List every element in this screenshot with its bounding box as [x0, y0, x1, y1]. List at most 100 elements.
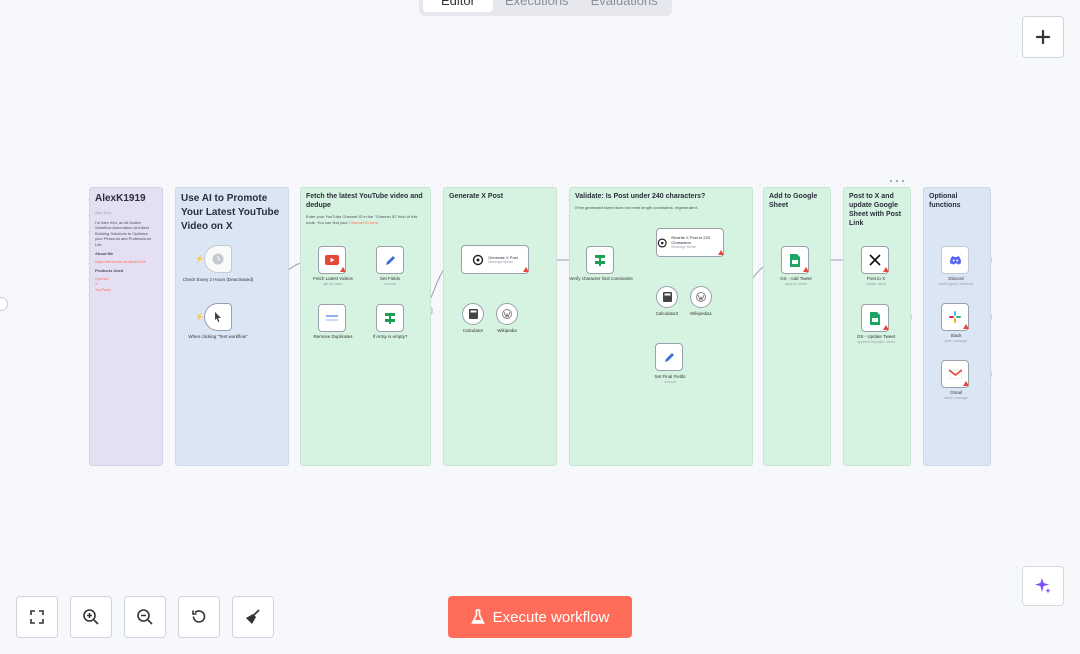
about-link[interactable]: https://beacons.ai/alexk1919: [95, 258, 146, 264]
schedule-trigger-label: Check Every 2 Hours (Deactivated): [182, 277, 254, 282]
sticky-optional[interactable]: Optional functions: [923, 187, 991, 466]
sticky-fetch-text: Enter your YouTube Channel ID in the "Ch…: [306, 214, 418, 225]
manual-trigger-label: When clicking "Test workflow": [188, 334, 248, 339]
remove-duplicates-node[interactable]: [318, 304, 346, 332]
add-node-button[interactable]: [1022, 16, 1064, 58]
verify-limit-label: Verify character limit constraints: [569, 276, 633, 281]
calculator-label: Calculator: [462, 328, 484, 333]
gs-update-tweet-node[interactable]: [861, 304, 889, 332]
wikipedia1-node[interactable]: [690, 286, 712, 308]
trigger-bolt-icon: ⚡: [195, 256, 204, 263]
wikipedia1-label: Wikipedia1: [689, 311, 712, 316]
fit-view-icon: [30, 610, 44, 624]
canvas-edge-handle[interactable]: [0, 297, 8, 311]
verify-limit-node[interactable]: [586, 246, 614, 274]
warning-icon: [883, 325, 889, 330]
tab-executions[interactable]: Executions: [504, 0, 569, 8]
plus-icon: [1035, 29, 1051, 45]
sticky-fetch-title: Fetch the latest YouTube video and dedup…: [306, 193, 423, 209]
pencil-icon: [385, 255, 395, 265]
fit-view-button[interactable]: [16, 596, 58, 638]
reset-zoom-button[interactable]: [178, 596, 220, 638]
youtube-node[interactable]: [318, 246, 346, 274]
warning-icon: [340, 267, 346, 272]
ask-ai-button[interactable]: [1022, 566, 1064, 606]
schedule-trigger-node[interactable]: [204, 245, 232, 273]
execute-workflow-label: Execute workflow: [492, 608, 610, 626]
about-heading: About Me: [95, 251, 114, 256]
tab-evaluations[interactable]: Evaluations: [590, 0, 658, 8]
sticky-optional-title: Optional functions: [929, 193, 961, 209]
sticky-post-title: Post to X and update Google Sheet with P…: [849, 193, 902, 227]
if-empty-node[interactable]: [376, 304, 404, 332]
trigger-bolt-icon: ⚡: [195, 314, 204, 321]
set-fields-node[interactable]: [376, 246, 404, 274]
warning-icon: [963, 324, 969, 329]
tidy-up-button[interactable]: [232, 596, 274, 638]
youtube-icon: [325, 255, 339, 265]
calculator2-label: Calculator2: [655, 311, 679, 316]
x-icon: [869, 254, 881, 266]
tab-editor[interactable]: Editor: [423, 0, 493, 12]
channel-id-link[interactable]: Channel ID here.: [348, 219, 380, 225]
sticky-generate[interactable]: Generate X Post: [443, 187, 557, 466]
product-item[interactable]: X: [95, 281, 98, 286]
zoom-in-button[interactable]: [70, 596, 112, 638]
sticky-generate-title: Generate X Post: [449, 193, 504, 200]
product-item[interactable]: YouTube: [95, 286, 111, 292]
execute-workflow-button[interactable]: Execute workflow: [448, 596, 632, 638]
discord-icon: [949, 256, 961, 265]
dedupe-icon: [326, 315, 338, 321]
reset-zoom-icon: [192, 610, 206, 623]
google-sheets-icon: [870, 311, 880, 325]
warning-icon: [523, 267, 529, 272]
slack-node[interactable]: [941, 303, 969, 331]
gmail-node[interactable]: [941, 360, 969, 388]
wikipedia-node[interactable]: [496, 303, 518, 325]
calculator-node[interactable]: [462, 303, 484, 325]
calculator-icon: [662, 292, 672, 302]
warning-icon: [883, 267, 889, 272]
if-icon: [595, 255, 605, 266]
warning-icon: [718, 250, 724, 255]
sparkle-icon: [1035, 578, 1051, 594]
zoom-out-icon: [137, 609, 153, 625]
zoom-in-icon: [83, 609, 99, 625]
sticky-sheet[interactable]: Add to Google Sheet: [763, 187, 831, 466]
warning-icon: [963, 381, 969, 386]
calculator2-node[interactable]: [656, 286, 678, 308]
gmail-icon: [948, 369, 962, 379]
sticky-validate-text: If the generated tweet does not meet len…: [575, 205, 699, 210]
discord-node[interactable]: [941, 246, 969, 274]
sticky-promote[interactable]: Use AI to Promote Your Latest YouTube Vi…: [175, 187, 289, 466]
if-icon: [385, 313, 395, 324]
product-item[interactable]: OpenAI: [95, 275, 109, 281]
remove-duplicates-label: Remove Duplicates: [313, 334, 353, 339]
google-sheets-icon: [790, 253, 800, 267]
zoom-out-button[interactable]: [124, 596, 166, 638]
post-to-x-node[interactable]: [861, 246, 889, 274]
openai-icon: [657, 237, 667, 248]
flask-icon: [470, 609, 485, 624]
profile-image-alt: Alex Kim: [95, 210, 111, 215]
cursor-icon: [215, 312, 221, 322]
warning-icon: [803, 267, 809, 272]
set-final-fields-node[interactable]: [655, 343, 683, 371]
gs-add-tweet-node[interactable]: [781, 246, 809, 274]
sticky-about[interactable]: AlexK1919 Alex Kim I'm Alex Kim, an AI-N…: [89, 187, 163, 466]
wikipedia-icon: [502, 309, 512, 319]
pencil-icon: [664, 352, 674, 362]
calculator-icon: [468, 309, 478, 319]
sticky-sheet-title: Add to Google Sheet: [769, 193, 818, 209]
sticky-promote-title: Use AI to Promote Your Latest YouTube Vi…: [181, 193, 280, 232]
manual-trigger-node[interactable]: [204, 303, 232, 331]
